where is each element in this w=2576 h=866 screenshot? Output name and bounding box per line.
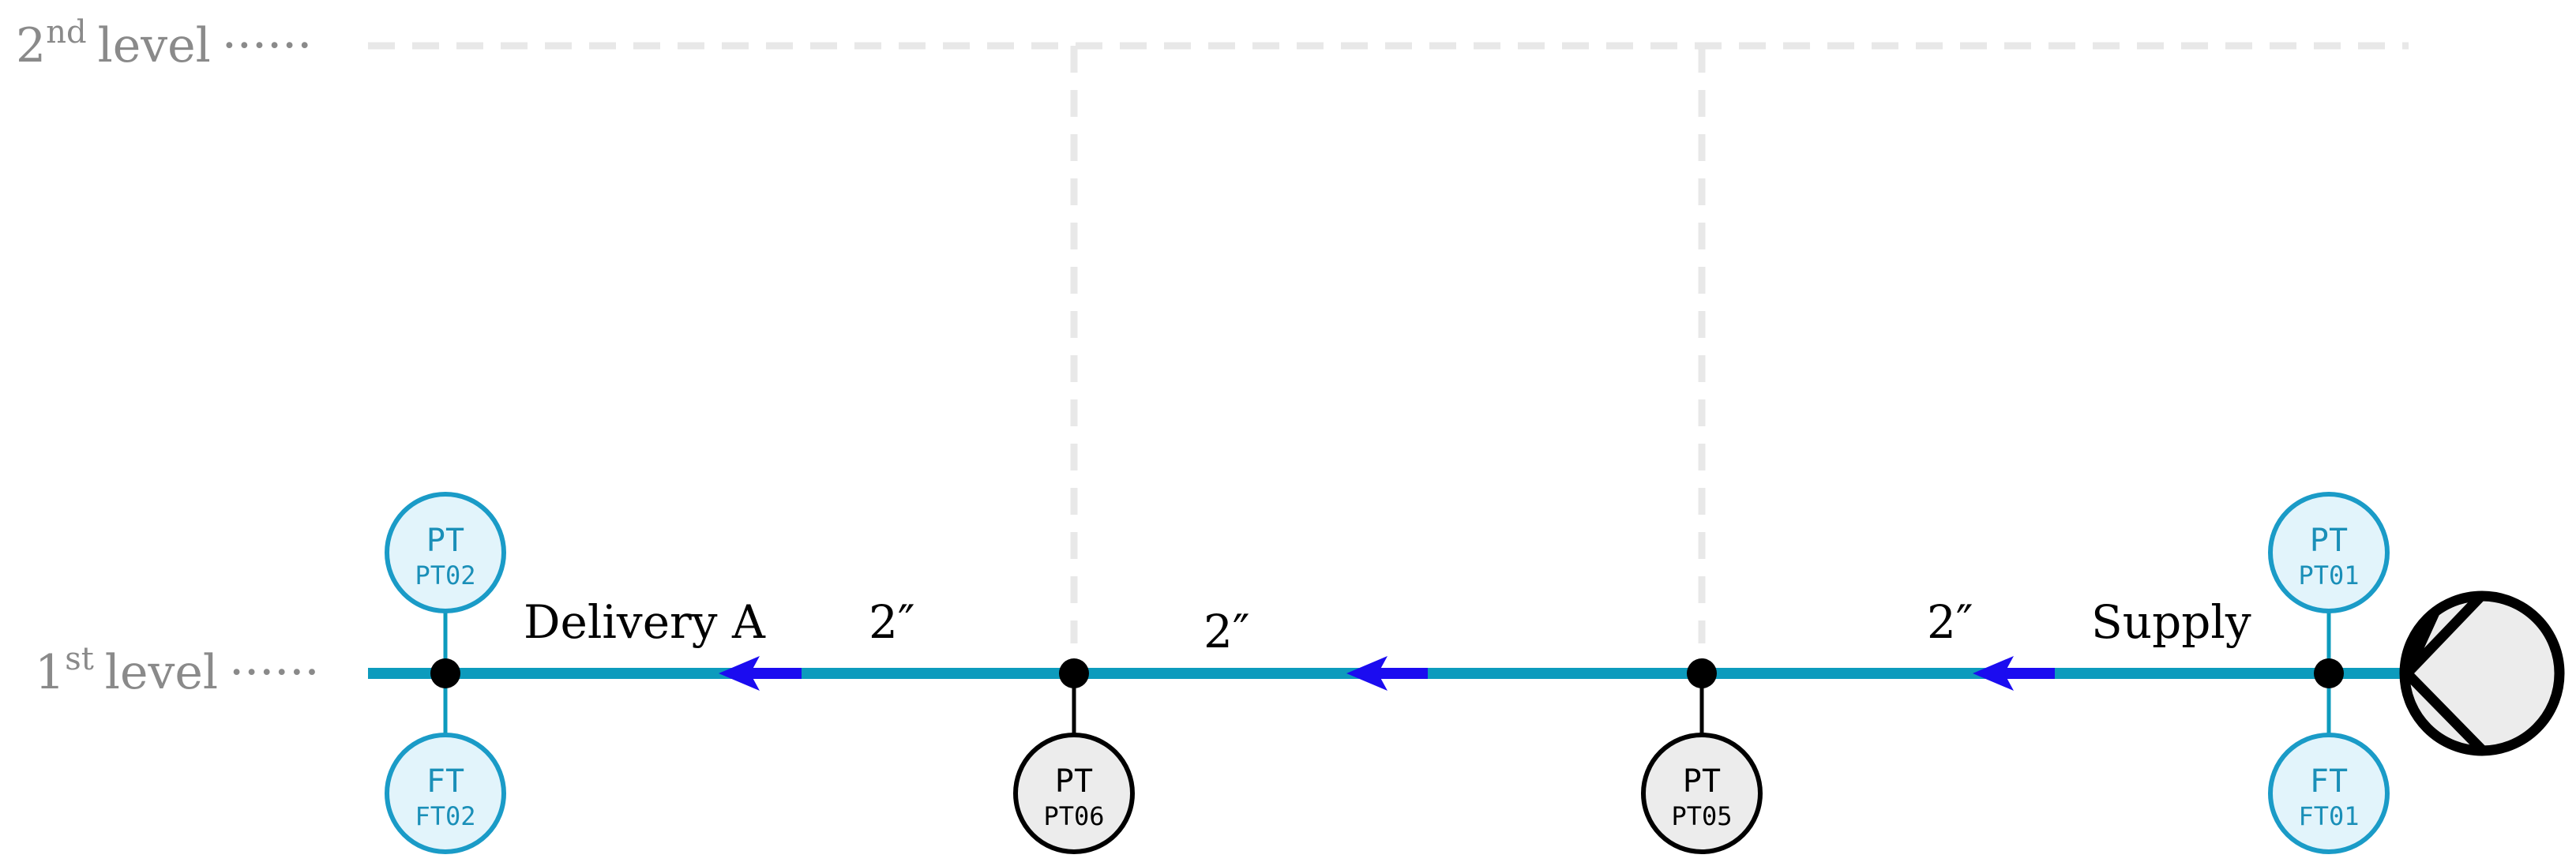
instrument-ft01[interactable]: FT FT01 xyxy=(2268,733,2390,854)
svg-text:PT01: PT01 xyxy=(2298,560,2359,590)
pipe-size-label-2: 2″ xyxy=(1204,605,1250,658)
svg-text:FT02: FT02 xyxy=(415,801,475,831)
junction-node-pt05 xyxy=(1687,658,1717,688)
svg-text:PT05: PT05 xyxy=(1671,801,1732,831)
junction-node-pt06 xyxy=(1059,658,1089,688)
junction-node-left xyxy=(430,658,460,688)
svg-text:PT06: PT06 xyxy=(1043,801,1104,831)
svg-text:PT: PT xyxy=(1683,763,1721,800)
delivery-label: Delivery A xyxy=(524,595,766,649)
pump-icon[interactable] xyxy=(2399,590,2565,756)
flow-arrow-2 xyxy=(1346,656,1428,691)
instrument-pt05[interactable]: PT PT05 xyxy=(1641,733,1763,854)
svg-text:PT02: PT02 xyxy=(415,560,475,590)
instrument-pt02[interactable]: PT PT02 xyxy=(385,492,506,613)
svg-text:FT01: FT01 xyxy=(2298,801,2359,831)
instrument-ft02[interactable]: FT FT02 xyxy=(385,733,506,854)
instrument-pt01[interactable]: PT PT01 xyxy=(2268,492,2390,613)
svg-text:FT: FT xyxy=(2310,763,2348,800)
pipe-size-label-1: 2″ xyxy=(869,595,915,649)
flow-arrow-1 xyxy=(719,656,802,691)
pipe-size-label-3: 2″ xyxy=(1927,595,1973,649)
svg-text:PT: PT xyxy=(426,523,464,559)
supply-label: Supply xyxy=(2091,595,2251,649)
junction-node-right xyxy=(2314,658,2344,688)
svg-text:FT: FT xyxy=(426,763,464,800)
instrument-pt06[interactable]: PT PT06 xyxy=(1013,733,1135,854)
svg-text:PT: PT xyxy=(1055,763,1093,800)
flow-arrow-3 xyxy=(1973,656,2055,691)
svg-text:PT: PT xyxy=(2310,523,2348,559)
